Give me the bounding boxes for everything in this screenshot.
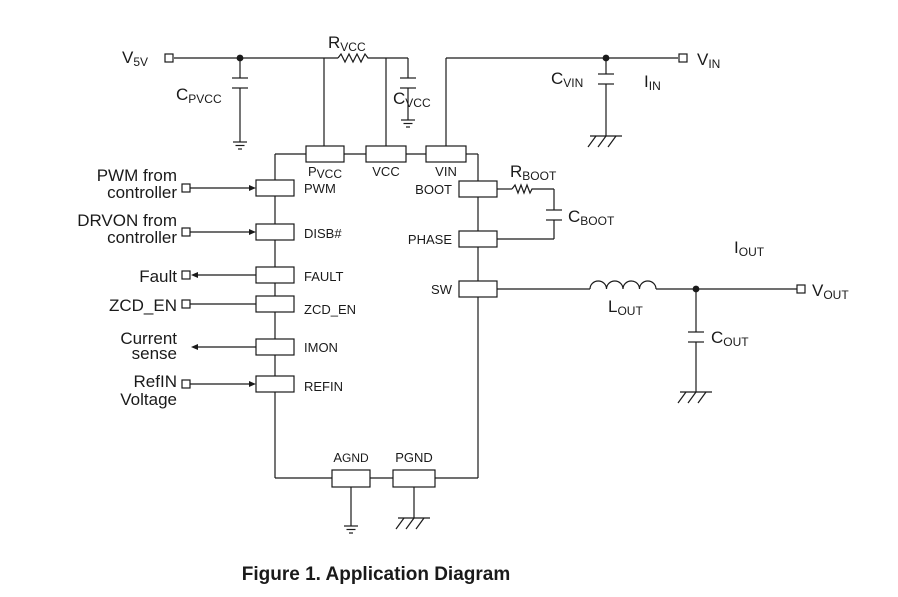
pin-refin <box>255 375 295 393</box>
pin-pvcc <box>305 145 345 163</box>
drvon-terminal <box>181 227 191 237</box>
cout-label: COUT <box>711 328 749 349</box>
chassis-ground-icon <box>587 135 622 148</box>
vin-pin-label: VIN <box>435 164 457 179</box>
pwm-source-label-line1: PWM from <box>97 166 177 185</box>
cboot-capacitor <box>546 209 562 221</box>
cpvcc-capacitor <box>232 77 248 89</box>
pwm-pin-label: PWM <box>304 181 336 196</box>
junctions <box>236 54 700 293</box>
pin-imon <box>255 338 295 356</box>
lout-inductor <box>589 280 657 290</box>
pwm-source-label-line2: controller <box>107 183 177 202</box>
refin-voltage-label-line1: RefIN <box>134 372 177 391</box>
boot-pin-label: BOOT <box>415 182 452 197</box>
vin-terminal <box>678 53 688 63</box>
vin-label: VIN <box>697 50 720 71</box>
refin-voltage-label-line2: Voltage <box>120 390 177 409</box>
pgnd-pin-label: PGND <box>395 450 433 465</box>
fault-pin-label: FAULT <box>304 269 344 284</box>
lout-label: LOUT <box>608 297 643 318</box>
sw-pin-label: SW <box>431 282 453 297</box>
junction-dot <box>602 54 610 62</box>
arrow-left-icon <box>191 272 198 278</box>
drvon-source-label-line2: controller <box>107 228 177 247</box>
rvcc-label: RVCC <box>328 33 366 54</box>
junction-dot <box>692 285 700 293</box>
refin-pin-label: REFIN <box>304 379 343 394</box>
pin-sw <box>458 280 498 298</box>
signal-arrows <box>191 185 256 387</box>
pin-agnd <box>331 469 371 488</box>
chassis-ground-icon <box>677 391 712 404</box>
pin-vcc <box>365 145 407 163</box>
pwm-terminal <box>181 183 191 193</box>
rboot-label: RBOOT <box>510 162 557 183</box>
iin-label: IIN <box>644 72 661 93</box>
signal-ground-icon <box>401 119 415 128</box>
pin-phase <box>458 230 498 248</box>
pin-disb <box>255 223 295 241</box>
drvon-source-label-line1: DRVON from <box>77 211 177 230</box>
current-sense-label-line2: sense <box>132 344 177 363</box>
chassis-ground-icon <box>395 517 430 530</box>
vout-terminal <box>796 284 806 294</box>
rboot-resistor <box>511 183 534 195</box>
zcd-pin-label: ZCD_EN <box>304 302 356 317</box>
cvcc-label: CVCC <box>393 89 431 110</box>
current-sense-label-line1: Current <box>120 329 177 348</box>
v5v-terminal <box>164 53 174 63</box>
pin-zcd-en <box>255 295 295 313</box>
arrow-right-icon <box>249 185 256 191</box>
zcd-terminal <box>181 299 191 309</box>
fault-terminal <box>181 270 191 280</box>
cpvcc-label: CPVCC <box>176 85 222 106</box>
fault-output-label: Fault <box>139 267 177 286</box>
cvin-capacitor <box>598 73 614 85</box>
arrow-right-icon <box>249 381 256 387</box>
pin-pgnd <box>392 469 436 488</box>
junction-dot <box>236 54 244 62</box>
arrow-left-icon <box>191 344 198 350</box>
pin-fault <box>255 266 295 284</box>
zcd-input-label: ZCD_EN <box>109 296 177 315</box>
vcc-pin-label: VCC <box>372 164 399 179</box>
refin-terminal <box>181 379 191 389</box>
ic-pins <box>255 145 498 488</box>
rvcc-resistor <box>337 52 370 64</box>
wires <box>174 57 797 526</box>
cvcc-capacitor <box>400 77 416 89</box>
iout-label: IOUT <box>734 238 765 259</box>
agnd-pin-label: AGND <box>333 450 369 465</box>
cboot-label: CBOOT <box>568 207 615 228</box>
terminals <box>164 53 806 389</box>
cvin-label: CVIN <box>551 69 583 90</box>
disb-pin-label: DISB# <box>304 226 342 241</box>
pin-vin <box>425 145 467 163</box>
signal-ground-icon <box>233 141 247 150</box>
arrow-right-icon <box>249 229 256 235</box>
phase-pin-label: PHASE <box>408 232 452 247</box>
pin-pwm <box>255 179 295 197</box>
figure-caption: Figure 1. Application Diagram <box>242 564 511 585</box>
vout-label: VOUT <box>812 281 849 302</box>
signal-ground-icon <box>344 525 358 534</box>
imon-pin-label: IMON <box>304 340 338 355</box>
cout-capacitor <box>688 331 704 343</box>
pvcc-pin-label: PVCC <box>308 164 342 181</box>
v5v-label: V5V <box>122 48 148 69</box>
pin-boot <box>458 180 498 198</box>
